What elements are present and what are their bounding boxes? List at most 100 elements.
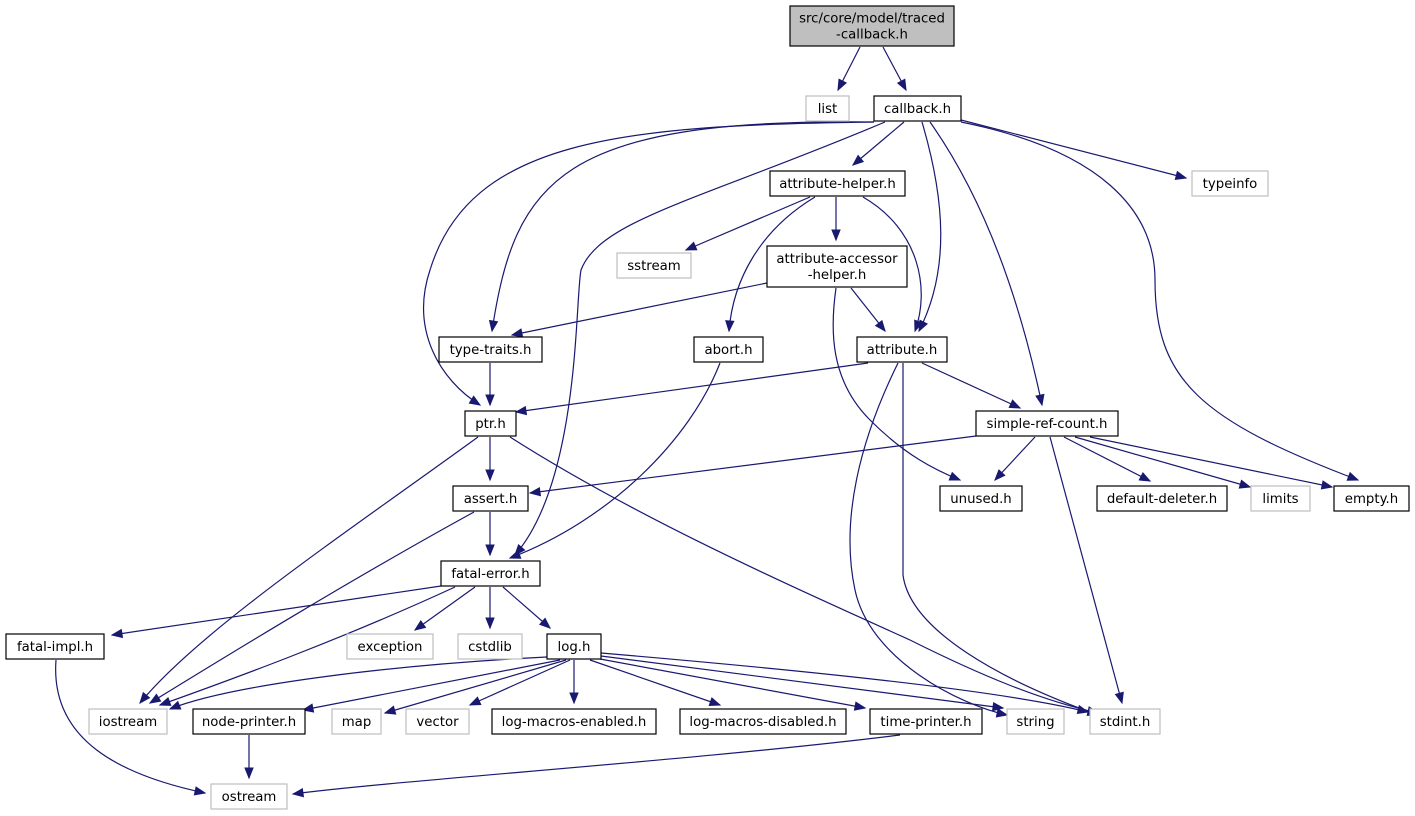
node-stdint: stdint.h bbox=[1089, 708, 1161, 735]
edge-fatal-impl-to-ostream bbox=[55, 659, 206, 794]
node-box bbox=[346, 633, 434, 660]
node-box bbox=[616, 252, 692, 279]
node-label: map bbox=[342, 715, 372, 730]
arrowhead bbox=[168, 700, 182, 710]
arrowhead bbox=[485, 394, 495, 407]
node-root[interactable]: src/core/model/traced-callback.h bbox=[789, 5, 955, 47]
edge-log-to-time-printer bbox=[599, 658, 866, 709]
node-label: sstream bbox=[627, 259, 681, 274]
node-box bbox=[1089, 708, 1161, 735]
node-ptr[interactable]: ptr.h bbox=[464, 410, 517, 437]
edge-attribute-to-stdint bbox=[902, 363, 1099, 716]
node-label: typeinfo bbox=[1203, 177, 1258, 192]
arrowhead bbox=[508, 549, 522, 559]
node-label: ostream bbox=[222, 790, 277, 805]
node-label: attribute.h bbox=[867, 343, 938, 358]
node-assert[interactable]: assert.h bbox=[452, 485, 529, 512]
node-fatal-impl[interactable]: fatal-impl.h bbox=[5, 633, 105, 660]
node-label: string bbox=[1016, 715, 1054, 730]
node-callback[interactable]: callback.h bbox=[873, 95, 962, 122]
node-fatal-error[interactable]: fatal-error.h bbox=[440, 560, 541, 587]
node-label: empty.h bbox=[1345, 492, 1398, 507]
node-box bbox=[1333, 485, 1410, 512]
edge-log-to-log-macros-disabled bbox=[589, 659, 721, 706]
node-limits: limits bbox=[1250, 485, 1311, 512]
arrowhead bbox=[1174, 170, 1188, 180]
edge-attribute-accessor-helper-to-unused bbox=[832, 287, 961, 481]
node-simple-ref-count[interactable]: simple-ref-count.h bbox=[975, 410, 1119, 437]
node-label: fatal-error.h bbox=[451, 567, 529, 582]
node-box bbox=[975, 410, 1119, 437]
edge-log-to-map bbox=[384, 659, 567, 714]
node-list: list bbox=[805, 95, 850, 122]
node-label: src/core/model/traced bbox=[799, 11, 945, 26]
node-attribute[interactable]: attribute.h bbox=[856, 336, 948, 363]
node-box bbox=[457, 633, 523, 660]
arrowhead bbox=[896, 78, 907, 92]
arrowhead bbox=[110, 628, 124, 639]
node-abort[interactable]: abort.h bbox=[693, 336, 764, 363]
node-box bbox=[464, 410, 517, 437]
node-log-macros-enabled[interactable]: log-macros-enabled.h bbox=[491, 708, 657, 735]
node-empty[interactable]: empty.h bbox=[1333, 485, 1410, 512]
edge-attribute-accessor-helper-to-type-traits bbox=[511, 282, 768, 336]
node-attribute-helper[interactable]: attribute-helper.h bbox=[769, 170, 906, 197]
arrowhead bbox=[1138, 471, 1152, 482]
node-box bbox=[452, 485, 529, 512]
arrowhead bbox=[837, 78, 848, 92]
node-label: node-printer.h bbox=[202, 715, 296, 730]
node-string: string bbox=[1006, 708, 1065, 735]
arrowhead bbox=[514, 405, 528, 416]
node-label: default-deleter.h bbox=[1107, 492, 1217, 507]
node-label: limits bbox=[1262, 492, 1298, 507]
edge-callback-to-ptr bbox=[423, 121, 875, 406]
arrowhead bbox=[291, 787, 305, 798]
edge-assert-to-iostream bbox=[149, 511, 475, 704]
edge-callback-to-attribute-helper bbox=[852, 121, 905, 166]
node-type-traits[interactable]: type-traits.h bbox=[438, 336, 543, 363]
node-label: iostream bbox=[99, 715, 157, 730]
node-box bbox=[331, 708, 382, 735]
node-label: log-macros-disabled.h bbox=[689, 715, 836, 730]
arrowhead bbox=[1008, 399, 1022, 409]
edge-attribute-helper-to-abort bbox=[728, 196, 816, 332]
edge-attribute-helper-to-attribute bbox=[862, 196, 922, 332]
node-iostream: iostream bbox=[88, 708, 168, 735]
node-box bbox=[789, 5, 955, 47]
node-exception: exception bbox=[346, 633, 434, 660]
arrowhead bbox=[684, 241, 698, 251]
edge-simple-ref-count-to-limits bbox=[1074, 436, 1251, 488]
edge-log-to-vector bbox=[469, 659, 571, 706]
edge-callback-to-type-traits bbox=[491, 121, 875, 332]
edge-simple-ref-count-to-empty bbox=[1089, 436, 1333, 488]
arrowhead bbox=[485, 617, 495, 630]
node-attribute-accessor-helper[interactable]: attribute-accessor-helper.h bbox=[766, 245, 908, 288]
edge-fatal-error-to-fatal-impl bbox=[111, 585, 442, 636]
edge-attribute-helper-to-sstream bbox=[685, 196, 811, 251]
node-label: type-traits.h bbox=[450, 343, 532, 358]
node-label: time-printer.h bbox=[880, 715, 971, 730]
node-box bbox=[405, 708, 470, 735]
node-box bbox=[438, 336, 543, 363]
node-log[interactable]: log.h bbox=[546, 633, 602, 660]
node-box bbox=[88, 708, 168, 735]
edge-attribute-to-simple-ref-count bbox=[921, 362, 1021, 409]
node-node-printer[interactable]: node-printer.h bbox=[192, 708, 306, 735]
node-box bbox=[679, 708, 847, 735]
dependency-nodes: src/core/model/traced-callback.h list call… bbox=[5, 5, 1410, 810]
node-label: vector bbox=[416, 715, 459, 730]
edge-simple-ref-count-to-assert bbox=[529, 435, 977, 494]
node-label: -helper.h bbox=[808, 268, 867, 283]
dependency-edges bbox=[55, 46, 1360, 798]
node-box bbox=[939, 485, 1023, 512]
edge-log-to-iostream bbox=[169, 656, 548, 710]
node-default-deleter[interactable]: default-deleter.h bbox=[1096, 485, 1228, 512]
edge-callback-to-fatal-error bbox=[514, 121, 886, 556]
node-sstream: sstream bbox=[616, 252, 692, 279]
node-unused[interactable]: unused.h bbox=[939, 485, 1023, 512]
edge-log-to-stdint bbox=[600, 652, 1089, 713]
node-log-macros-disabled[interactable]: log-macros-disabled.h bbox=[679, 708, 847, 735]
node-time-printer[interactable]: time-printer.h bbox=[869, 708, 983, 735]
node-label: -callback.h bbox=[836, 27, 908, 42]
edge-callback-to-attribute bbox=[918, 121, 942, 332]
